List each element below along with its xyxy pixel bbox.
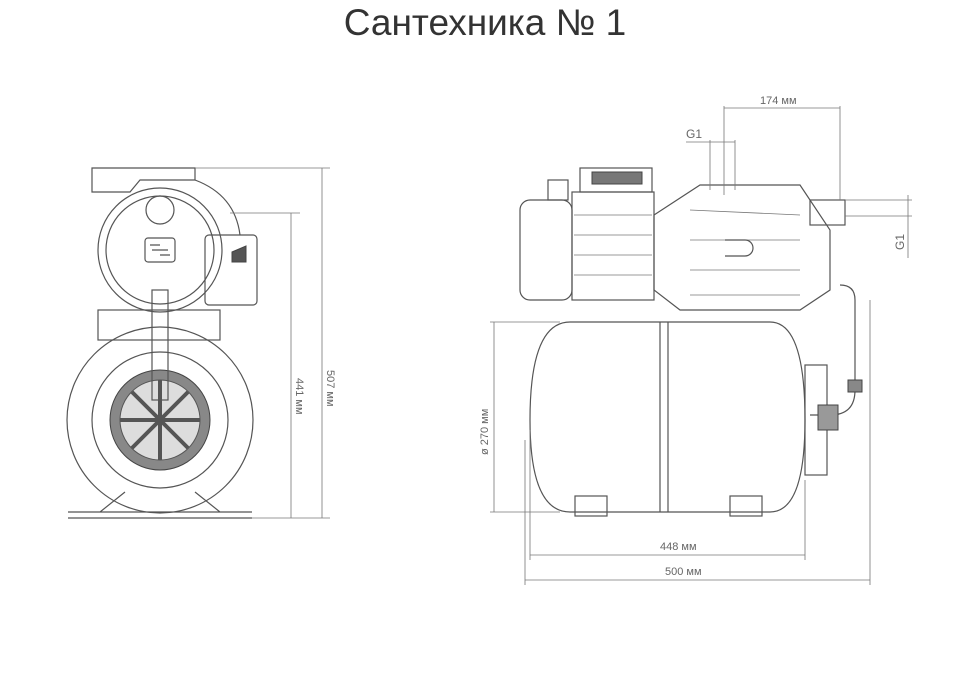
- dimension-tank-length: 448 мм: [660, 541, 697, 553]
- page-title: Сантехника № 1: [343, 2, 627, 43]
- side-view: [490, 106, 912, 585]
- dimension-height-pump: 441 мм: [293, 378, 305, 415]
- dimension-top-offset: 174 мм: [760, 95, 797, 107]
- dimension-total-length: 500 мм: [665, 566, 702, 578]
- dimension-inlet-thread-top: G1: [686, 127, 702, 141]
- dimension-tank-diameter: ø 270 мм: [479, 409, 491, 455]
- front-view: [66, 167, 330, 519]
- dimension-inlet-thread-side: G1: [893, 234, 907, 250]
- dimension-height-total: 507 мм: [324, 370, 336, 407]
